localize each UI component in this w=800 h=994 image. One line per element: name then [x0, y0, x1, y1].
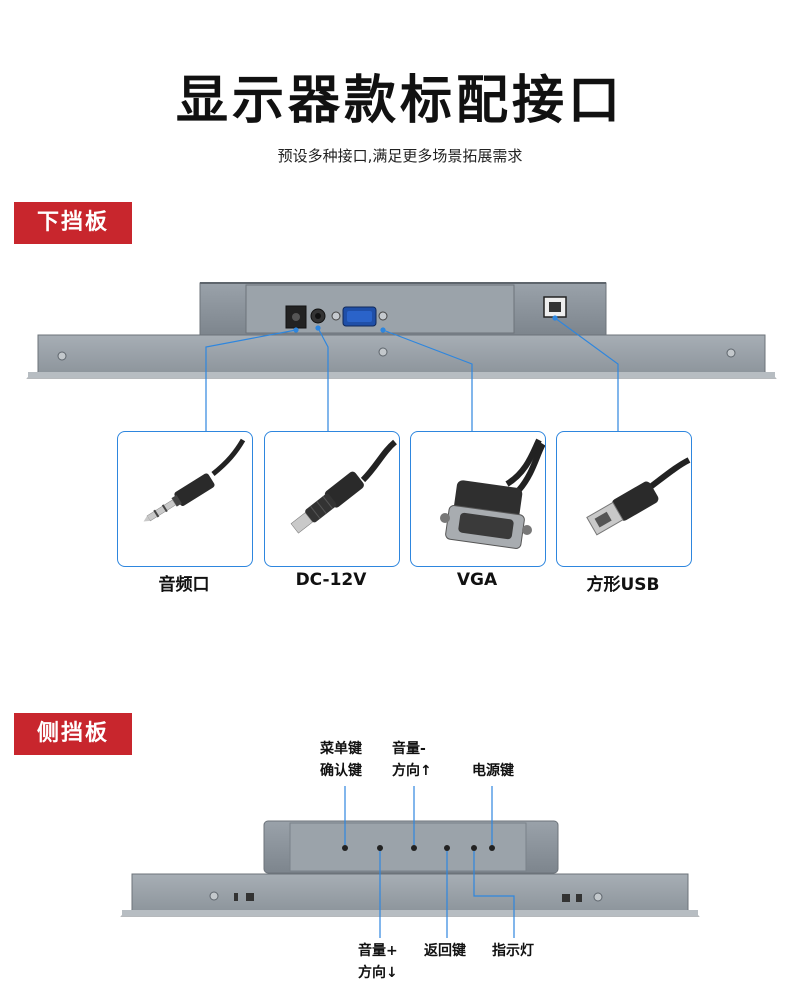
port-label-usb: 方形USB — [586, 575, 660, 595]
page-subtitle: 预设多种接口,满足更多场景拓展需求 — [277, 147, 523, 165]
page-title: 显示器款标配接口 — [175, 71, 624, 131]
side-panel-upper-housing — [263, 820, 559, 874]
label-menu-key: 菜单键 确认键 — [320, 741, 362, 779]
port-connector-lines — [205, 315, 619, 432]
label-power-key: 电源键 — [472, 763, 514, 779]
label-indicator-light: 指示灯 — [492, 943, 534, 959]
side-panel-tag: 侧挡板 — [14, 713, 132, 755]
bottom-panel-tag: 下挡板 — [14, 202, 132, 244]
dc-port-card — [264, 431, 400, 567]
side-panel-buttons — [342, 845, 495, 851]
usb-b-connector-icon — [586, 457, 691, 536]
dc-power-plug-icon — [290, 439, 398, 534]
panel-vga-port — [331, 306, 388, 327]
label-volume-up: 音量+ 方向↓ — [358, 943, 398, 981]
panel-audio-port — [310, 308, 326, 324]
bottom-panel-base-plate — [26, 334, 777, 379]
audio-jack-icon — [143, 438, 246, 522]
usb-port-card — [556, 431, 692, 567]
port-label-audio: 音频口 — [158, 575, 210, 595]
label-volume-down: 音量- 方向↑ — [392, 741, 432, 779]
port-label-vga: VGA — [456, 570, 498, 590]
side-panel-base-plate — [120, 873, 700, 917]
bottom-panel-upper-housing — [199, 282, 607, 336]
panel-dc-port — [285, 305, 307, 329]
vga-port-card — [410, 431, 546, 567]
side-button-lines — [344, 786, 515, 938]
port-label-dc: DC-12V — [295, 570, 367, 590]
panel-usb-port — [543, 296, 567, 318]
audio-port-card — [117, 431, 253, 567]
label-back-key: 返回键 — [424, 943, 466, 959]
vga-connector-icon — [440, 438, 545, 549]
